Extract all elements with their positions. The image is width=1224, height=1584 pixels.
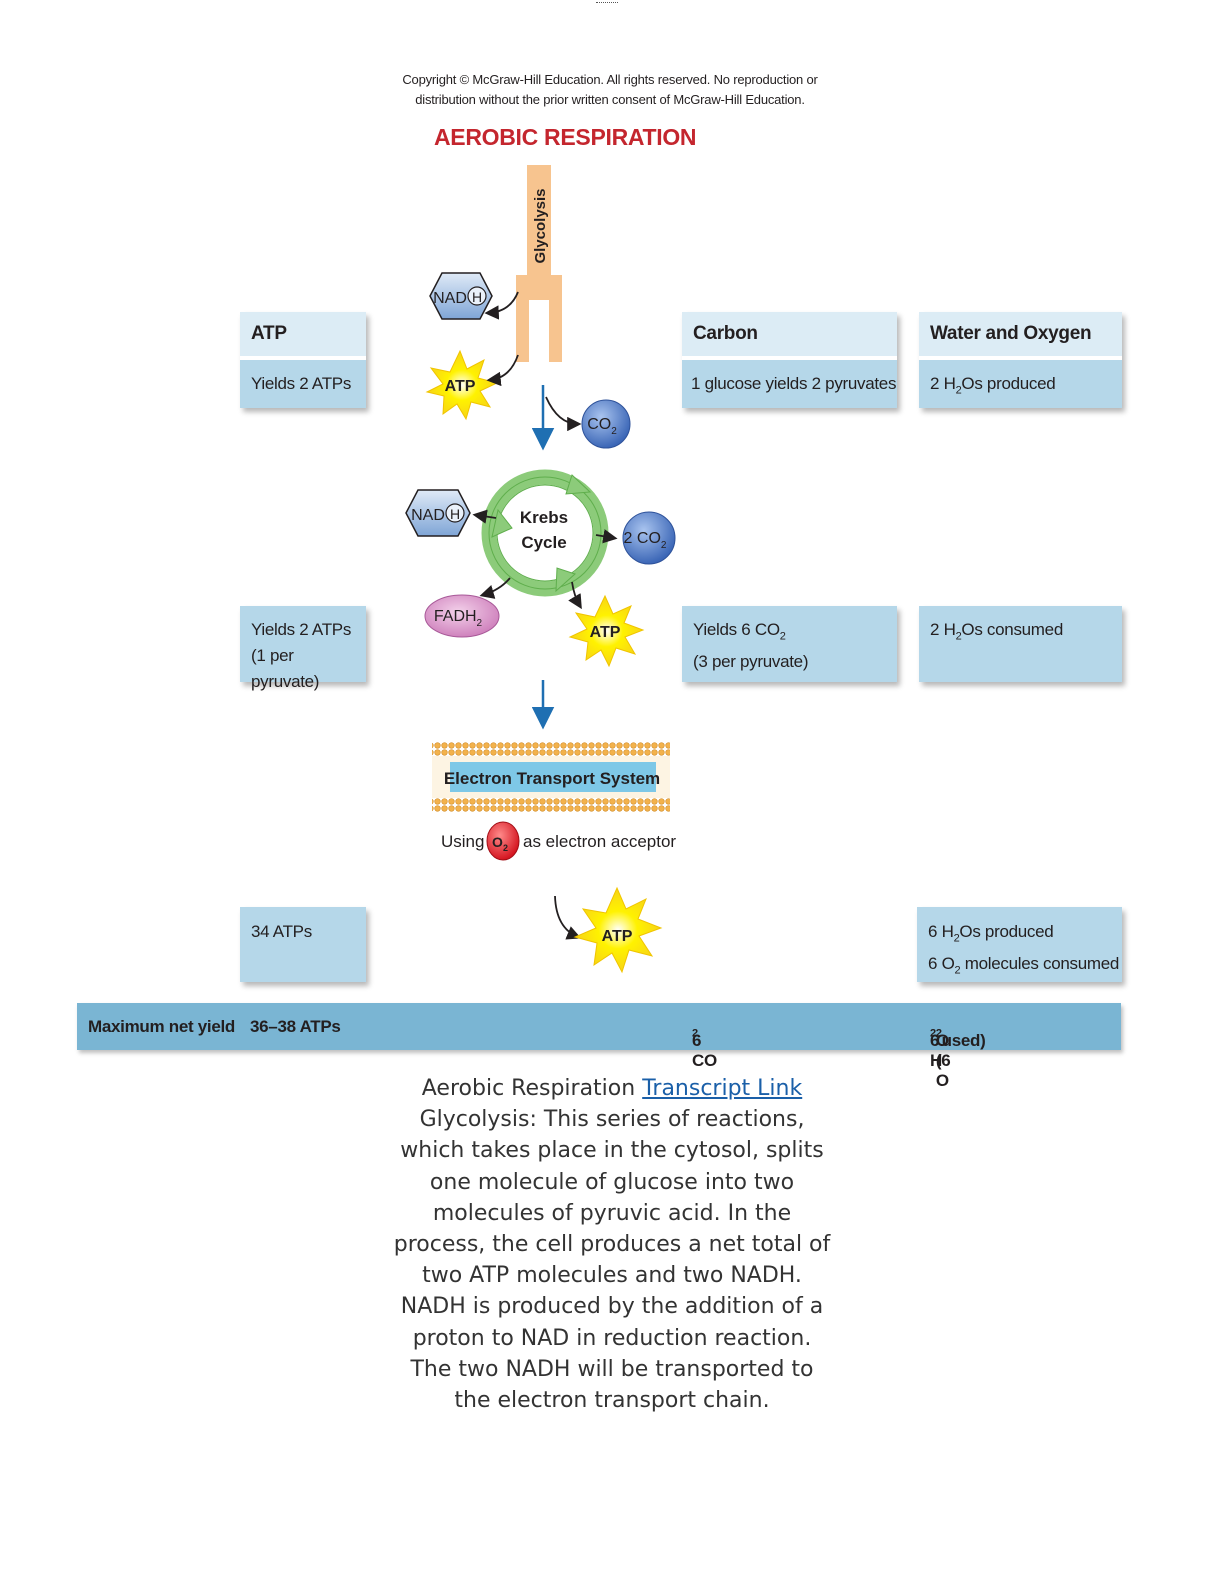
atp-krebs-box: Yields 2 ATPs (1 per pyruvate): [240, 606, 366, 691]
atp-ets-box: 34 ATPs: [240, 907, 366, 982]
page-top-mark: [596, 0, 618, 3]
respiration-pathway-diagram: Glycolysis NAD H ATP CO2 Krebs Cycle NAD…: [405, 165, 676, 974]
glycolysis-label: Glycolysis: [532, 188, 549, 263]
water-ets-line-2: 6 O2 molecules consumed: [928, 954, 1120, 977]
water-column-heading: Water and Oxygen: [930, 323, 1092, 344]
carbon-krebs-line-2: (3 per pyruvate): [693, 652, 809, 672]
ets-label: Electron Transport System: [444, 769, 660, 788]
water-column-header: Water and Oxygen: [919, 312, 1122, 360]
diagram-title: AEROBIC RESPIRATION: [434, 124, 697, 150]
water-krebs-box: 2 H2Os consumed: [919, 606, 1122, 682]
atp-krebs-line-1: Yields 2 ATPs: [251, 620, 352, 639]
water-glycolysis-box: Water and Oxygen 2 H2Os produced: [919, 312, 1122, 408]
net-yield-atp: 36–38 ATPs: [250, 1017, 341, 1036]
atp-burst-krebs: ATP: [568, 594, 645, 668]
co2-ball-glycolysis: CO2: [581, 399, 631, 449]
nadh-glycolysis: NAD H: [429, 272, 493, 320]
co2-ball-krebs: 2 CO2: [622, 511, 676, 565]
svg-text:ATP: ATP: [445, 378, 476, 395]
water-ets-box: 6 H2Os produced 6 O2 molecules consumed: [917, 907, 1122, 982]
carbon-column-heading: Carbon: [693, 323, 758, 344]
svg-text:NAD: NAD: [411, 507, 445, 524]
transcript-link[interactable]: Transcript Link: [642, 1076, 803, 1101]
electron-transport-membrane: Electron Transport System: [432, 742, 670, 812]
atp-burst-ets: ATP: [573, 886, 663, 974]
water-krebs-text: 2 H2Os consumed: [930, 620, 1063, 643]
copyright-line-2: distribution without the prior written c…: [415, 92, 805, 107]
water-glycolysis-text: 2 H2Os produced: [930, 374, 1056, 397]
carbon-column-header: Carbon: [682, 312, 897, 360]
krebs-label-line-1: Krebs: [520, 508, 568, 527]
copyright-notice: Copyright © McGraw-Hill Education. All r…: [360, 70, 860, 110]
svg-text:ATP: ATP: [590, 624, 621, 641]
svg-text:NAD: NAD: [433, 290, 467, 307]
glycolysis-tube: Glycolysis: [516, 165, 562, 362]
svg-text:ATP: ATP: [602, 928, 633, 945]
krebs-label-line-2: Cycle: [521, 533, 566, 552]
svg-text:2 CO2: 2 CO2: [624, 530, 667, 551]
atp-ets-text: 34 ATPs: [251, 922, 312, 941]
svg-text:Using: Using: [441, 832, 484, 851]
carbon-glycolysis-text: 1 glucose yields 2 pyruvates: [691, 374, 897, 393]
svg-text:H: H: [450, 506, 460, 522]
svg-text:as electron acceptor: as electron acceptor: [523, 832, 676, 851]
oxygen-acceptor-note: Using O2 as electron acceptor: [441, 821, 676, 861]
atp-column-header: ATP: [240, 312, 366, 360]
svg-text:CO2: CO2: [587, 416, 617, 437]
transcript-caption: Aerobic Respiration Transcript Link Glyc…: [390, 1073, 834, 1416]
caption-title-line: Aerobic Respiration Transcript Link: [421, 1076, 803, 1101]
atp-glycolysis-text: Yields 2 ATPs: [251, 374, 352, 393]
fadh2-oval: FADH2: [424, 594, 500, 638]
krebs-cycle: Krebs Cycle: [481, 469, 609, 597]
svg-text:H: H: [472, 289, 482, 305]
net-yield-label: Maximum net yield: [88, 1017, 235, 1036]
atp-glycolysis-box: ATP Yields 2 ATPs: [240, 312, 366, 408]
atp-column-heading: ATP: [251, 323, 287, 344]
carbon-krebs-box: Yields 6 CO2 (3 per pyruvate): [682, 606, 897, 682]
nadh-krebs: NAD H: [405, 489, 471, 537]
caption-body: Glycolysis: This series of reactions, wh…: [393, 1107, 831, 1414]
water-ets-line-1: 6 H2Os produced: [928, 922, 1054, 945]
carbon-glycolysis-box: Carbon 1 glucose yields 2 pyruvates: [682, 312, 897, 408]
svg-text:FADH2: FADH2: [434, 608, 483, 629]
atp-burst-glycolysis: ATP: [425, 349, 499, 421]
copyright-line-1: Copyright © McGraw-Hill Education. All r…: [402, 72, 818, 87]
carbon-krebs-line-1: Yields 6 CO2: [693, 620, 786, 643]
atp-krebs-line-2: (1 per pyruvate): [251, 646, 320, 691]
svg-text:O2: O2: [492, 834, 508, 853]
